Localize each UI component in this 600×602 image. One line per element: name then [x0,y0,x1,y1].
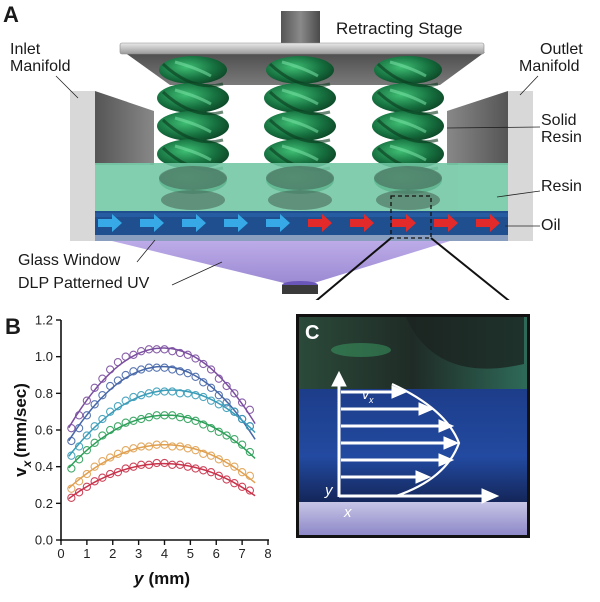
panel-c-vx-label: vx [362,386,374,405]
svg-text:7: 7 [239,546,246,561]
svg-text:2: 2 [109,546,116,561]
zoom-region-box [390,195,432,239]
y-axis-label: vx(mm/sec) [11,383,34,477]
svg-text:vx(mm/sec): vx(mm/sec) [11,383,34,477]
label-resin: Resin [541,178,582,195]
label-inlet-line1: Inlet [10,41,41,58]
svg-text:8: 8 [264,546,271,561]
resin-layer [95,163,508,211]
label-outlet-line2: Manifold [519,58,580,75]
panel-c-x-label: x [344,504,352,521]
x-axis-label: y(mm) [133,569,190,588]
svg-text:6: 6 [213,546,220,561]
velocity-profile-chart: 0.0 0.2 0.4 0.6 0.8 1.0 1.2 0 1 2 3 4 5 6 7 8 vx(mm/se… [11,313,272,589]
series-6 [67,458,256,502]
label-solid-line1: Solid [541,112,577,129]
inlet-manifold [70,91,95,241]
svg-text:4: 4 [161,546,168,561]
svg-text:0.6: 0.6 [35,423,53,438]
panel-a-diagram [55,11,541,300]
svg-text:1: 1 [83,546,90,561]
panel-c-letter: C [305,322,320,344]
svg-text:0.4: 0.4 [35,459,53,474]
svg-text:0.8: 0.8 [35,386,53,401]
series-5 [67,440,256,493]
label-solid-line2: Resin [541,129,582,146]
label-dlp-uv: DLP Patterned UV [18,275,150,292]
panel-c-micrograph [296,314,530,538]
series-1 [67,345,256,433]
stage-post [281,11,320,44]
svg-text:0.0: 0.0 [35,533,53,548]
outlet-manifold [508,91,533,241]
retracting-stage [119,42,485,55]
label-retracting-stage: Retracting Stage [336,19,463,38]
label-outlet-line1: Outlet [540,41,583,58]
label-inlet-line2: Manifold [10,58,71,75]
svg-text:0.2: 0.2 [35,496,53,511]
glass-window [95,235,508,241]
svg-text:3: 3 [135,546,142,561]
series-4 [67,411,256,473]
svg-text:1.2: 1.2 [35,313,53,328]
series-3 [67,387,256,460]
velocity-profile-diagram [331,370,500,504]
panel-c-y-label: y [325,482,333,499]
uv-projection-cone [112,241,450,283]
dlp-projector [282,285,318,294]
label-glass-window: Glass Window [18,252,121,269]
svg-text:5: 5 [187,546,194,561]
panel-a-letter: A [3,2,19,27]
label-oil: Oil [541,217,561,234]
panel-b-letter: B [5,314,21,339]
svg-text:0: 0 [57,546,64,561]
svg-text:1.0: 1.0 [35,349,53,364]
